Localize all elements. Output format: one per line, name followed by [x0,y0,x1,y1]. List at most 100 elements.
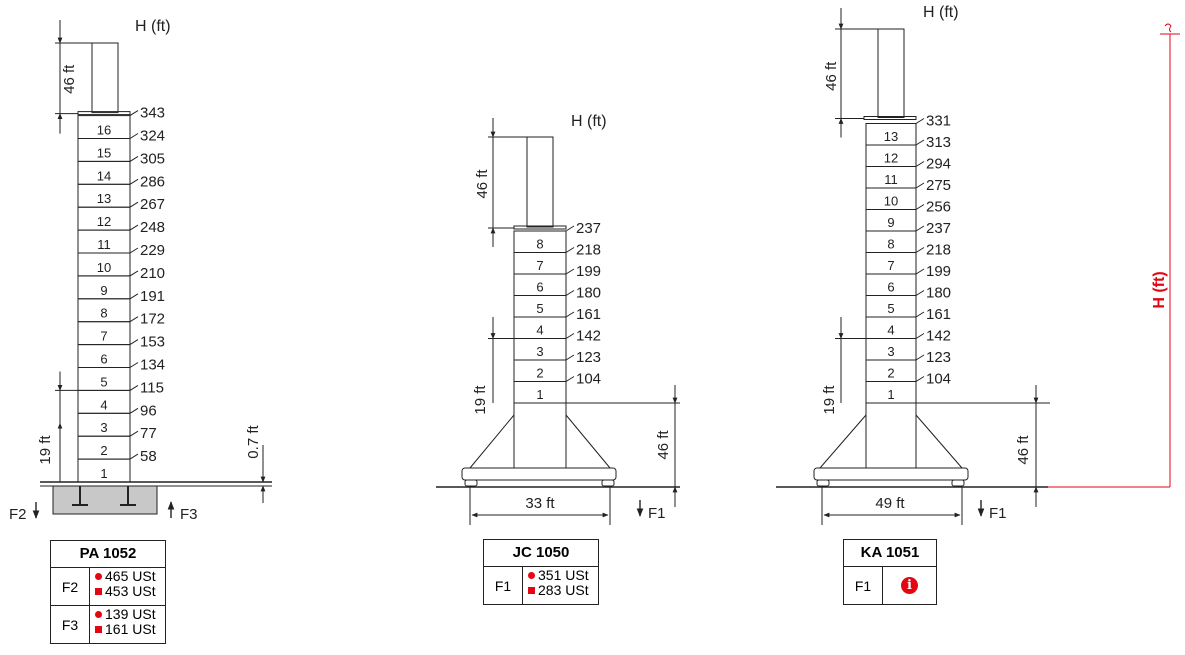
section-number: 6 [536,280,543,295]
leader-line [565,311,575,318]
section-number: 15 [97,145,111,160]
section-number: 9 [100,283,107,298]
height-value: 294 [926,156,951,173]
section-number: 1 [536,387,543,402]
height-value: 343 [140,105,165,122]
square-marker-icon [95,588,102,595]
section-number: 4 [100,397,107,412]
height-value: 77 [140,425,157,442]
model-name: PA 1052 [51,541,165,568]
height-value: 58 [140,448,157,465]
leader-line [129,178,139,185]
section-number: 2 [100,443,107,458]
base-ballast [461,467,617,481]
pa1052-load-table: PA 1052 F2 465 USt 453 USt F3 139 USt 16… [50,540,166,644]
mast-dimension-label: 46 ft [474,169,491,199]
section-number: 14 [97,168,111,183]
section-number: 5 [536,301,543,316]
height-value: 275 [926,177,951,194]
force-label: F3 [51,606,90,643]
leader-line [565,290,575,296]
section-number: 7 [887,258,894,273]
leader-line [915,311,925,318]
section-number: 8 [536,237,543,252]
section-number: 2 [536,366,543,381]
height-value: 142 [576,328,601,345]
leader-line [129,430,139,437]
section-number: 12 [884,151,898,166]
section-number: 6 [100,352,107,367]
leader-line [565,247,575,253]
height-value: 180 [926,285,951,302]
section-number: 13 [97,191,111,206]
section-dimension-label: 19 ft [472,385,489,415]
mast-section [865,123,917,146]
force-value: 453 USt [105,583,156,599]
section-number: 11 [97,237,111,252]
leader-line [915,161,925,167]
table-row: F1 i [844,567,936,604]
leader-line [915,247,925,253]
height-axis-label: H (ft) [571,113,607,130]
section-dimension-label: 19 ft [37,435,54,465]
circle-marker-icon [528,572,535,579]
force-label: F1 [484,567,523,604]
section-number: 2 [887,366,894,381]
leader-line [565,354,575,361]
leader-line [129,316,139,323]
section-number: 4 [536,323,543,338]
force-label: F1 [648,505,666,522]
mast-section [77,115,131,139]
info-icon[interactable]: i [901,577,918,594]
force-label: F1 [989,505,1007,522]
section-number: 8 [100,306,107,321]
table-row: F3 139 USt 161 USt [51,606,165,643]
table-row: F1 351 USt 283 USt [484,567,598,604]
force-label: F2 [51,568,90,605]
leader-line [129,201,139,208]
leader-line [915,290,925,296]
height-value: 123 [576,349,601,366]
base-height-dimension-label: 46 ft [1015,435,1032,465]
section-dimension-label: 19 ft [821,385,838,415]
base-width-label: 33 ft [525,495,555,512]
leader-line [129,110,139,117]
height-value: 104 [926,371,951,388]
leader-line [915,204,925,210]
force-value: 351 USt [538,567,589,583]
leader-line [915,118,925,124]
section-number: 1 [887,387,894,402]
jib-mast [91,42,119,114]
wheel [601,479,615,487]
base-width-label: 49 ft [875,495,905,512]
force-value: 139 USt [105,606,156,622]
leader-line [915,376,925,382]
jib-mast [877,28,905,118]
force-label: F2 [9,506,27,523]
leader-line [915,225,925,232]
leader-line [915,333,925,339]
leader-line [915,139,925,146]
leader-line [129,339,139,346]
height-value: 180 [576,285,601,302]
height-value: 153 [140,334,165,351]
table-row: F2 465 USt 453 USt [51,568,165,606]
mast-dimension-label: 46 ft [823,61,840,91]
base-frame [819,403,963,469]
model-name: JC 1050 [484,540,598,567]
height-value: 161 [576,306,601,323]
ka1051-load-table: KA 1051 F1 i [843,539,937,605]
jib-mast [526,136,554,228]
height-value: 237 [926,220,951,237]
force-value: 465 USt [105,568,156,584]
section-number: 6 [887,280,894,295]
leader-line [565,376,575,382]
section-number: 11 [884,172,898,187]
section-number: 10 [884,194,898,209]
wheel [464,479,478,487]
wheel [816,479,830,487]
leader-line [129,270,139,277]
section-number: 13 [884,129,898,144]
leader-line [129,362,139,368]
height-value: 191 [140,288,165,305]
